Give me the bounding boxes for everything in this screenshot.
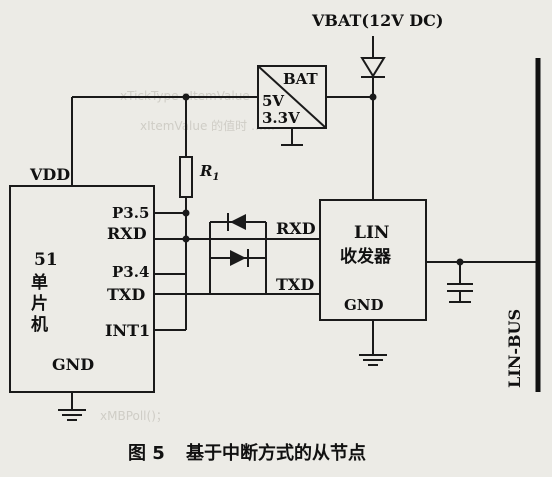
svg-text:xMBPoll()；: xMBPoll()； [100, 409, 168, 423]
mcu-pin-p35: P3.5 [112, 204, 149, 222]
transceiver-ground-symbol [359, 320, 387, 366]
mcu-ground-symbol [58, 392, 86, 421]
mcu-pin-p34: P3.4 [112, 263, 149, 281]
figure-caption: 基于中断方式的从节点 [185, 442, 366, 464]
transceiver-pin-gnd: GND [344, 296, 384, 314]
vbat-junction [369, 93, 377, 101]
lin-bus-label: LIN-BUS [505, 309, 524, 388]
regulator-diagonal [257, 65, 327, 129]
mcu-body [9, 185, 155, 393]
mcu-name-char3: 机 [31, 314, 48, 335]
mcu-name-char2: 片 [31, 293, 48, 314]
regulator-3v3: 3.3V [262, 109, 300, 127]
mcu-pin-txd: TXD [107, 285, 145, 304]
diode-pair [209, 213, 267, 294]
mcu-name-char1: 单 [31, 272, 48, 293]
vbat-label: VBAT(12V DC) [311, 11, 443, 30]
regulator-ground-symbol [281, 128, 303, 146]
figure-number: 图 5 [128, 443, 165, 464]
regulator-label: BAT [283, 70, 318, 88]
transceiver-name-lin: LIN [354, 223, 389, 243]
r1-body [179, 156, 193, 198]
mcu-pin-rxd: RXD [107, 224, 147, 243]
p35-junction [182, 209, 190, 217]
mcu-pin-gnd: GND [52, 355, 94, 374]
svg-text:xItemValue 的值时 ……: xItemValue 的值时 …… [140, 118, 275, 133]
regulator-5v: 5V [262, 92, 284, 110]
r1-label: R1 [199, 162, 219, 183]
mcu-name-51: 51 [34, 250, 58, 270]
transceiver-pin-rxd: RXD [276, 219, 316, 238]
mcu-pin-int1: INT1 [105, 321, 150, 340]
capacitor-symbol [447, 262, 473, 303]
diode-symbol [360, 57, 386, 78]
transceiver-pin-txd: TXD [276, 275, 314, 294]
rxd-junction [182, 235, 190, 243]
transceiver-name-cn: 收发器 [340, 246, 392, 267]
mcu-pin-vdd: VDD [29, 165, 70, 184]
background-bleed-text: xTickType xItemValue xItemValue 的值时 …… x… [100, 89, 275, 423]
